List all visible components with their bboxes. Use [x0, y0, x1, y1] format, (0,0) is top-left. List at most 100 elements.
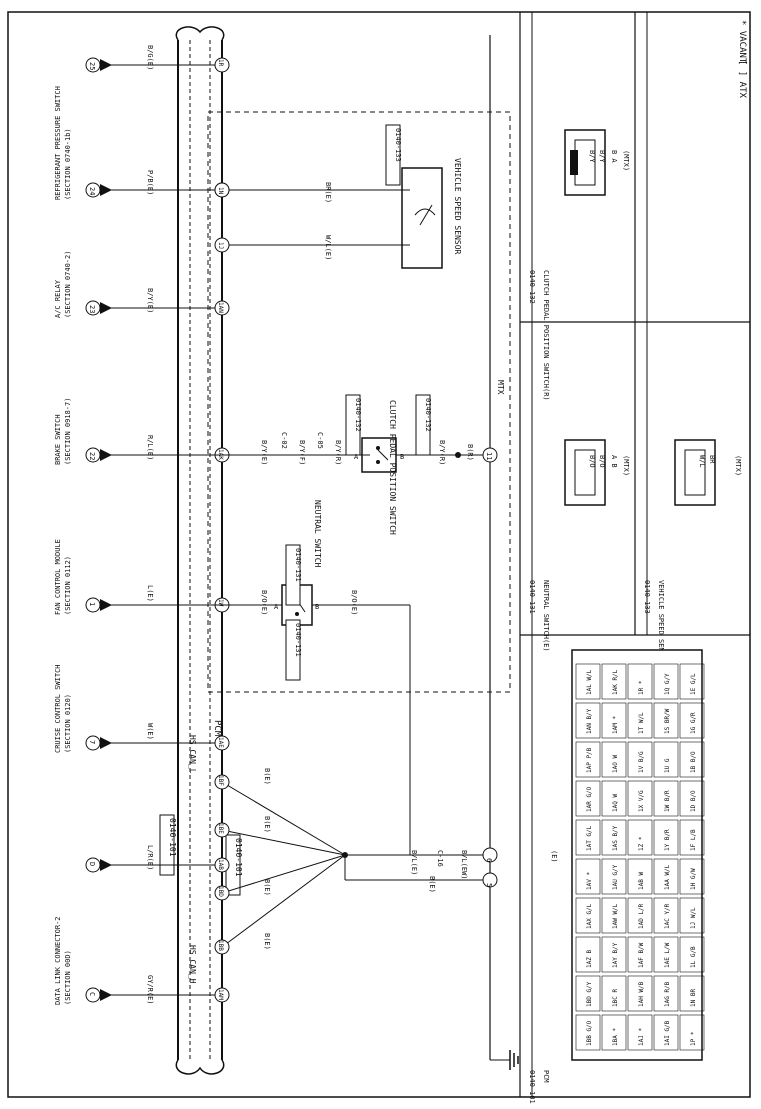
neutral-a: A [274, 603, 279, 611]
sheet-border [7, 11, 751, 1098]
pinout-cell-label: 1T W/L [638, 712, 645, 734]
pinout-cell [679, 702, 705, 739]
ground-splice [342, 847, 498, 888]
component-title-fan-control-module: FAN CONTROL MODULE [54, 539, 62, 615]
pcm-pin-label-data-link-connector: 1AM [217, 989, 224, 1000]
pinout-cell [653, 819, 679, 856]
pinout-cell [679, 819, 705, 856]
pinout-cell-label: 1BD G/Y [586, 981, 593, 1007]
vss-pin2: 1N [217, 187, 224, 195]
neutral-view-title: NEUTRAL SWITCH(E) [542, 580, 550, 652]
splice-joint: C-16 [436, 850, 444, 867]
pinout-cell [679, 897, 705, 934]
pinout-cell-label: 1AF B/W [638, 942, 645, 968]
pinout-cell [679, 1014, 705, 1051]
pinout-cell-label: 1BC R [612, 989, 619, 1007]
pcm-view-title: PCM [542, 1070, 550, 1083]
clutch-wire-br: B(R) [466, 444, 474, 461]
pinout-cell [653, 702, 679, 739]
pinout-cell-label: 1V B/G [638, 751, 645, 773]
wire-color-cruise-control-switch: W(E) [146, 723, 154, 740]
neutral-b: B [315, 603, 319, 611]
wire-color-data-link-connector: GY/R(E) [146, 975, 154, 1005]
pinout-cell [627, 936, 653, 973]
pinout-cell [627, 975, 653, 1012]
clutch-ref-1: 0140-132 [354, 398, 362, 432]
pinout-cell-label: 1W B/R [664, 790, 671, 812]
ground-wire-label: B(E) [263, 933, 271, 950]
pinout-cell [653, 936, 679, 973]
pinout-cell-label: 1X V/G [638, 790, 645, 812]
clutch-view-pin2: B/Y [598, 150, 606, 163]
mtx-label: MTX [496, 380, 505, 395]
terminal-number-ac-relay: 23 [88, 305, 96, 313]
pinout-cell-label: 1AW W/L [612, 903, 619, 929]
neutral-view-pin2: B/O [598, 455, 606, 468]
pinout-cell [627, 819, 653, 856]
pcm-ref-1: 0140-101 [168, 818, 177, 857]
pinout-cell-label: 1AJ * [638, 1028, 645, 1046]
pinout-cell [575, 975, 601, 1012]
clutch-view-title: CLUTCH PEDAL POSITION SWITCH(R) [542, 270, 550, 401]
pinout-cell [679, 741, 705, 778]
pinout-cell-label: 1BB G/O [586, 1020, 593, 1046]
splice-wire2: B/L(EW) [460, 850, 468, 880]
pinout-cell [575, 780, 601, 817]
pinout-cell-label: 1AH W/B [638, 981, 645, 1007]
pinout-cell [627, 1014, 653, 1051]
ground-pin-label: 1BB [217, 940, 224, 951]
component-section-brake-switch: (SECTION 0918-7) [64, 398, 72, 465]
clutch-terminal: 11 [485, 452, 493, 460]
pinout-cell [601, 702, 627, 739]
pinout-cell [627, 780, 653, 817]
pinout-cell-label: 1U G [664, 758, 671, 773]
neutral-ref-2: 0140-131 [294, 623, 302, 657]
terminal-arrow-dlc-can-l [100, 859, 112, 871]
pinout-cell-label: 1AE L/W [664, 942, 671, 968]
pcm-ref-2: 0140-101 [234, 838, 243, 877]
clutch-switch [215, 394, 498, 473]
pcm-pin-data-link-connector [214, 987, 230, 1003]
component-title-brake-switch: BRAKE SWITCH [54, 414, 62, 465]
clutch-ref-2: 0140-132 [424, 398, 432, 432]
pinout-cell [627, 858, 653, 895]
pcm-ref-box-1 [159, 814, 175, 876]
neutral-switch-label: NEUTRAL SWITCH [313, 500, 322, 568]
wire-color-fan-control-module: L(E) [146, 585, 154, 602]
neutral-view-pin1: B/O [588, 455, 596, 468]
terminal-arrow-brake-switch [100, 449, 112, 461]
clutch-j1: C-02 [280, 432, 288, 449]
pcm-pin-label-ac-relay: 1AN [217, 302, 224, 313]
hs-can-h-label: HS CAN_H [188, 945, 197, 984]
vss-view-pin1: W/L [698, 455, 706, 468]
component-section-data-link-connector: (SECTION 00D) [64, 950, 72, 1005]
wire-color-dlc-can-l: L/R(E) [146, 845, 154, 870]
pinout-cell [575, 936, 601, 973]
terminal-arrow-data-link-connector [100, 989, 112, 1001]
pinout-cell [653, 663, 679, 700]
pinout-cell [653, 780, 679, 817]
ground-pin [214, 939, 230, 955]
clutch-view [564, 129, 606, 196]
component-title-ac-relay: A/C RELAY [54, 279, 62, 318]
ground-pin-label: 1BD [217, 886, 224, 897]
clutch-a: A [354, 453, 359, 461]
pinout-cell [601, 780, 627, 817]
ground-pin-label: 1BE [217, 823, 224, 834]
ground-wire-label: B(E) [263, 816, 271, 833]
vss-view-mtx: (MTX) [734, 455, 742, 476]
pinout-cell-label: 1AS B/Y [612, 825, 619, 851]
pinout-cell-label: 1AI G/B [664, 1020, 671, 1046]
pinout-cell [601, 663, 627, 700]
clutch-view-ref: 0140-132 [528, 270, 536, 304]
vss-view-title: VEHICLE SPEED SENSOR(E) [657, 580, 665, 677]
clutch-wire-r: B/Y(R) [334, 440, 342, 465]
pinout-cell-label: 1N BR [690, 989, 697, 1007]
pinout-cell-label: 1F L/B [690, 829, 697, 851]
terminal-ac-relay [85, 300, 101, 316]
pinout-cell [679, 858, 705, 895]
terminal-arrow-fan-control-module [100, 599, 112, 611]
pinout-cell [575, 897, 601, 934]
